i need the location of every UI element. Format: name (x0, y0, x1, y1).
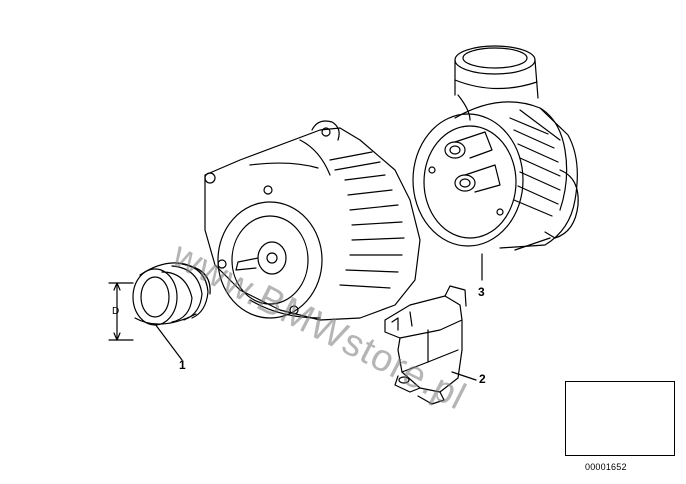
alternator-body (204, 120, 421, 321)
callout-2: 2 (479, 372, 486, 386)
diagram-number: 00001652 (585, 462, 627, 472)
housing-part (412, 45, 579, 281)
dimension-d-marker (108, 282, 134, 341)
callout-1: 1 (179, 358, 186, 372)
dimension-label: D (112, 306, 120, 317)
car-thumbnail-frame (565, 381, 675, 456)
regulator-part (384, 285, 477, 405)
callout-3: 3 (478, 285, 485, 299)
sleeve-part (132, 262, 211, 361)
